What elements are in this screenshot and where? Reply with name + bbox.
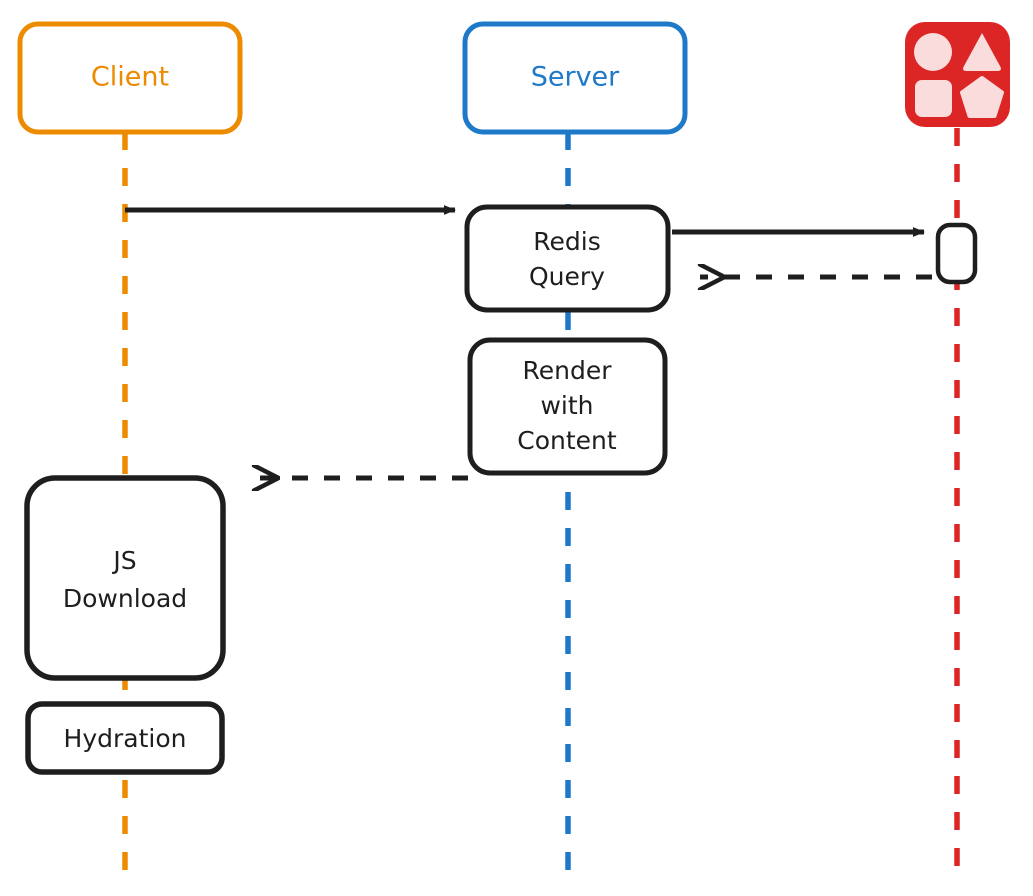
- activation-box[interactable]: [935, 222, 978, 285]
- node-redis-query-line-0: Redis: [533, 227, 600, 256]
- node-render-with-content-box[interactable]: [467, 337, 668, 476]
- pentagon-shape: [960, 76, 1004, 118]
- node-redis-query[interactable]: Redis Query: [464, 204, 671, 313]
- node-render-with-content[interactable]: Render with Content: [467, 337, 668, 476]
- node-js-download[interactable]: JS Download: [24, 475, 226, 681]
- activation-redis-activation[interactable]: [935, 222, 978, 285]
- triangle-shape: [963, 33, 1001, 71]
- node-hydration-line-0: Hydration: [64, 724, 187, 753]
- node-js-download-line-0: JS: [111, 546, 136, 575]
- node-render-with-content-line-2: Content: [517, 426, 617, 455]
- actor-server-label: Server: [531, 62, 620, 93]
- circle-shape: [914, 33, 952, 71]
- node-redis-query-box[interactable]: [464, 204, 671, 313]
- node-hydration[interactable]: Hydration: [25, 701, 225, 775]
- actor-server-box[interactable]: [462, 21, 688, 135]
- actor-client-label: Client: [91, 62, 169, 93]
- actor-redis[interactable]: [905, 22, 1010, 127]
- rounded-square-shape: [915, 80, 952, 117]
- node-js-download-box[interactable]: [24, 475, 226, 681]
- node-hydration-box[interactable]: [25, 701, 225, 775]
- node-js-download-line-1: Download: [63, 584, 187, 613]
- node-redis-query-line-1: Query: [529, 262, 605, 291]
- actor-client-box[interactable]: [17, 21, 243, 135]
- actor-server[interactable]: Server: [462, 21, 688, 135]
- node-render-with-content-line-1: with: [540, 391, 593, 420]
- actor-client[interactable]: Client: [17, 21, 243, 135]
- node-render-with-content-line-0: Render: [522, 356, 612, 385]
